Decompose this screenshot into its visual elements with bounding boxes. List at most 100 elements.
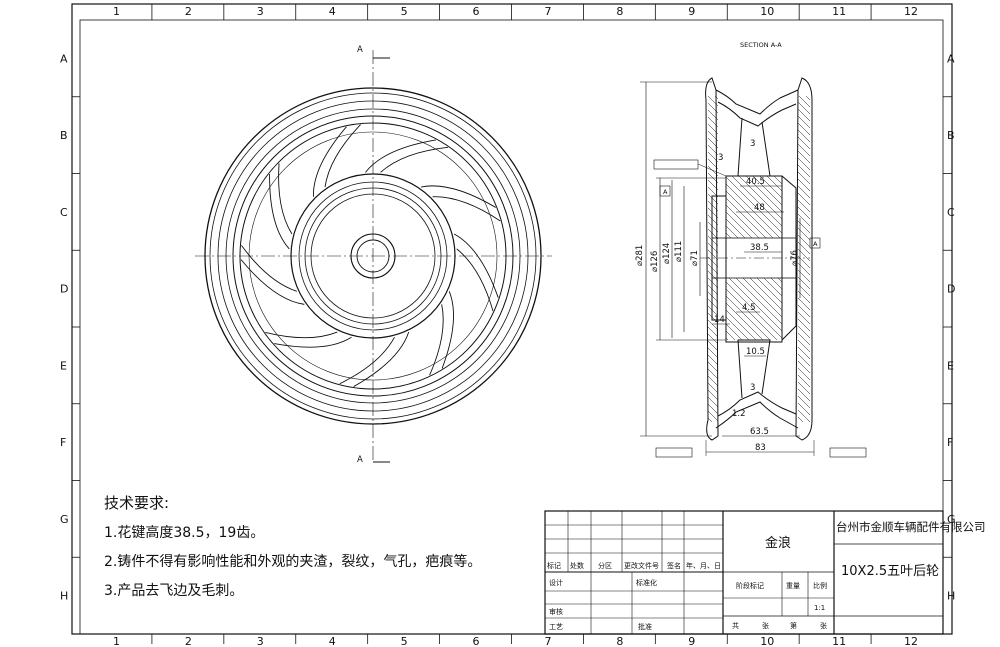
hatch-line bbox=[986, 80, 1000, 440]
frame-col-label-top: 2 bbox=[185, 5, 192, 18]
spoke-edge bbox=[274, 336, 352, 348]
note-item-1: 1.花键高度38.5，19齿。 bbox=[104, 524, 264, 541]
tolerance-frame-bottom bbox=[655, 447, 693, 458]
frame-col-label-top: 4 bbox=[329, 5, 336, 18]
spoke-edge bbox=[456, 248, 494, 312]
tb-stage-mark: 阶段标记 bbox=[736, 581, 764, 590]
hatch-line bbox=[965, 80, 1000, 440]
dim-text-40-5: 40.5 bbox=[746, 177, 765, 187]
dim-text-r3-bottom: 3 bbox=[750, 383, 755, 393]
hatch-line bbox=[708, 96, 810, 422]
hatch-line bbox=[916, 80, 1000, 440]
hatch-line bbox=[951, 80, 1000, 440]
hatch-line bbox=[803, 96, 810, 422]
spoke-edge bbox=[312, 126, 347, 197]
tb-standardize: 标准化 bbox=[636, 578, 657, 587]
title-block bbox=[544, 510, 944, 635]
dim-text-48: 48 bbox=[754, 203, 765, 213]
hatch-line bbox=[314, 80, 674, 440]
spokes bbox=[240, 124, 501, 387]
frame-row-label-left: F bbox=[60, 436, 66, 449]
frame-col-label-bottom: 9 bbox=[688, 635, 695, 647]
hatch-line bbox=[782, 96, 810, 422]
hatch-line bbox=[708, 96, 810, 422]
hatch-line bbox=[708, 96, 780, 422]
dim-text-r3-top: 3 bbox=[718, 153, 723, 163]
hatch-line bbox=[958, 80, 1000, 440]
hatch-line bbox=[708, 96, 810, 422]
tb-design: 设计 bbox=[549, 578, 563, 587]
datum-box bbox=[659, 185, 671, 197]
frame-col-label-top: 10 bbox=[760, 5, 774, 18]
spoke-edge bbox=[265, 331, 338, 339]
frame-row-label-left: C bbox=[60, 206, 68, 219]
tb-col-doc: 更改文件号 bbox=[624, 561, 659, 570]
dim-text-126: ⌀126 bbox=[650, 251, 660, 272]
hatch-line bbox=[708, 96, 810, 422]
frame-row-label-right: A bbox=[947, 52, 955, 65]
dim-text-281: ⌀281 bbox=[635, 245, 645, 266]
hatch-line bbox=[832, 80, 1000, 440]
tolerance-frame-top bbox=[653, 159, 699, 170]
frame-col-label-top: 9 bbox=[688, 5, 695, 18]
hatch-line bbox=[708, 96, 810, 422]
tb-approve: 批准 bbox=[638, 622, 652, 631]
datum-letter: A bbox=[663, 188, 668, 196]
hatch-line bbox=[839, 80, 1000, 440]
note-item-2: 2.铸件不得有影响性能和外观的夹渣，裂纹，气孔，疤痕等。 bbox=[104, 553, 481, 570]
frame-col-label-bottom: 3 bbox=[257, 635, 264, 647]
frame-col-label-bottom: 8 bbox=[616, 635, 623, 647]
hatch-line bbox=[775, 96, 810, 422]
tb-col-count: 处数 bbox=[570, 561, 584, 570]
hatch-line bbox=[307, 80, 667, 440]
hatch-line bbox=[708, 96, 810, 422]
leader-line bbox=[697, 163, 727, 177]
hatch-line bbox=[708, 96, 810, 422]
hatch-line bbox=[979, 80, 1000, 440]
frame-col-label-bottom: 7 bbox=[544, 635, 551, 647]
hatch-line bbox=[708, 96, 759, 422]
section-title: SECTION A-A bbox=[740, 41, 782, 49]
hatch-line bbox=[867, 80, 1000, 440]
hatch-line bbox=[708, 96, 810, 422]
hatch-line bbox=[881, 80, 1000, 440]
frame-col-label-top: 11 bbox=[832, 5, 846, 18]
spoke-edge bbox=[353, 331, 410, 387]
hatch-line bbox=[846, 80, 1000, 440]
tb-scale: 比例 bbox=[813, 581, 827, 590]
hatch-line bbox=[708, 96, 810, 422]
inner-frame bbox=[79, 19, 944, 635]
spoke-edge bbox=[324, 124, 361, 188]
spoke-edge bbox=[453, 233, 499, 298]
tb-sheets-unit: 张 bbox=[762, 621, 769, 630]
hatch-line bbox=[321, 80, 681, 440]
frame-col-label-top: 1 bbox=[113, 5, 120, 18]
tb-sheet-no: 第 bbox=[790, 621, 797, 630]
frame-row-label-right: H bbox=[947, 590, 955, 603]
frame-col-label-top: 3 bbox=[257, 5, 264, 18]
hatch-line bbox=[768, 96, 810, 422]
frame-col-label-bottom: 2 bbox=[185, 635, 192, 647]
hatch-line bbox=[708, 96, 794, 422]
hatch-line bbox=[708, 96, 810, 422]
hatch-line bbox=[811, 80, 1000, 440]
hatch-line bbox=[708, 96, 810, 422]
hatch-line bbox=[708, 96, 810, 422]
hatch-line bbox=[747, 96, 810, 422]
frame-row-label-left: B bbox=[60, 129, 68, 142]
tb-material: 金浪 bbox=[765, 535, 791, 551]
tb-process: 工艺 bbox=[549, 623, 563, 631]
frame-row-label-left: A bbox=[60, 52, 68, 65]
hatch-line bbox=[708, 96, 801, 422]
tb-sheet-unit: 张 bbox=[820, 621, 827, 630]
hatch-line bbox=[972, 80, 1000, 440]
dim-text-4-5: 4.5 bbox=[742, 303, 756, 313]
dim-text-r1-2: 1.2 bbox=[732, 409, 746, 419]
tb-col-sign: 签名 bbox=[667, 561, 681, 570]
frame-row-label-right: E bbox=[947, 359, 954, 372]
hatch-line bbox=[740, 96, 810, 422]
hatch-line bbox=[853, 80, 1000, 440]
hatch-line bbox=[860, 80, 1000, 440]
frame-row-label-left: G bbox=[60, 513, 69, 526]
